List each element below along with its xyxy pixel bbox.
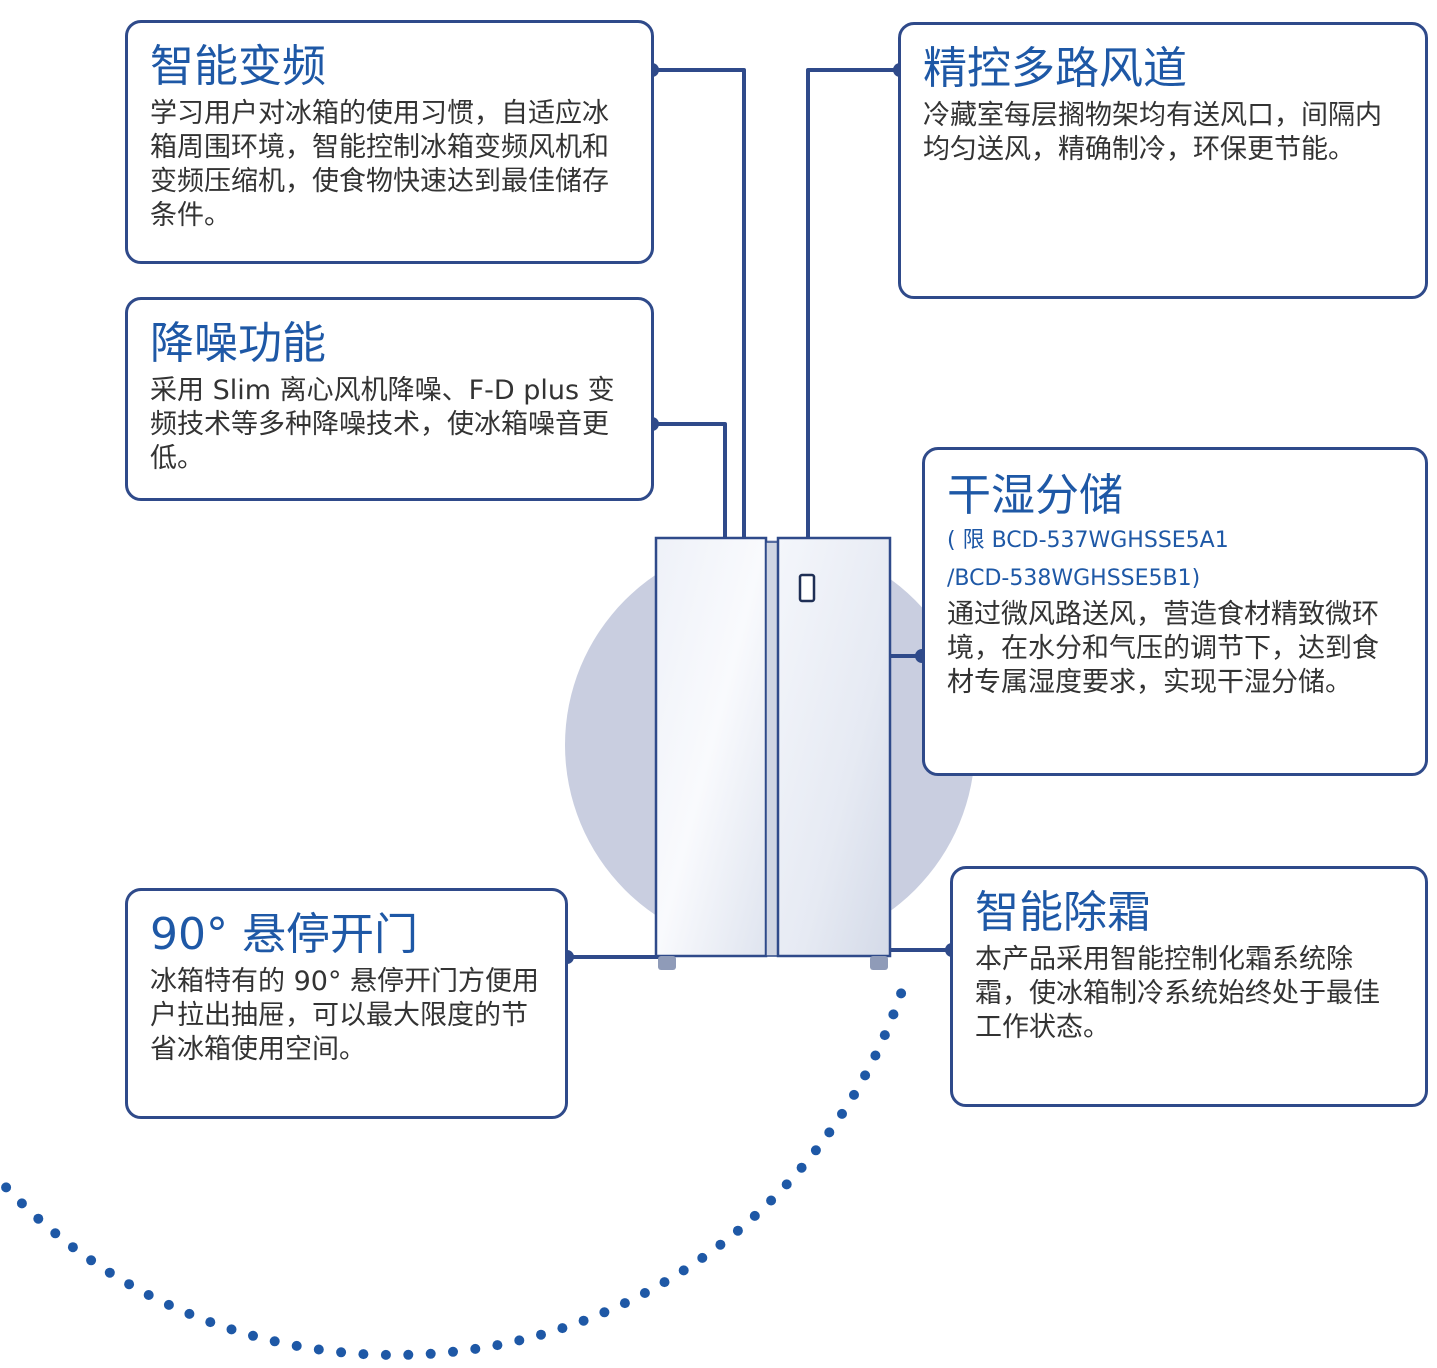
arc-dot	[448, 1346, 458, 1357]
feature-title: 90° 悬停开门	[150, 909, 418, 960]
arc-dot	[639, 1288, 650, 1298]
arc-dot	[536, 1329, 546, 1340]
feature-box-multi-air-duct: 精控多路风道 冷藏室每层搁物架均有送风口，间隔内均匀送风，精确制冷，环保更节能。	[898, 22, 1428, 299]
arc-dot	[205, 1317, 216, 1328]
feature-box-noise-reduction: 降噪功能 采用 Slim 离心风机降噪、F-D plus 变频技术等多种降噪技术…	[125, 297, 654, 501]
feature-title: 降噪功能	[150, 318, 326, 369]
arc-dot	[16, 1198, 27, 1209]
feature-box-dry-wet-storage: 干湿分储 ( 限 BCD-537WGHSSE5A1 /BCD-538WGHSSE…	[922, 447, 1428, 776]
connector-noise-reduction	[652, 422, 727, 540]
arc-dot	[849, 1089, 859, 1100]
feature-title: 干湿分储	[947, 470, 1123, 521]
fridge-foot-left	[658, 956, 676, 970]
arc-dot	[837, 1108, 847, 1119]
arc-dot	[124, 1279, 135, 1290]
arc-dot	[896, 988, 907, 999]
fridge-left-door	[654, 536, 768, 958]
arc-dot	[619, 1298, 630, 1309]
arc-dot	[358, 1349, 369, 1360]
dotted-arc	[1, 988, 907, 1360]
arc-dot	[86, 1255, 97, 1266]
fridge-right-door	[776, 536, 892, 958]
arc-dot	[67, 1242, 78, 1253]
feature-description: 冷藏室每层搁物架均有送风口，间隔内均匀送风，精确制冷，环保更节能。	[923, 100, 1382, 165]
feature-description: 冰箱特有的 90° 悬停开门方便用户拉出抽屉，可以最大限度的节省冰箱使用空间。	[150, 966, 540, 1065]
arc-dot	[810, 1145, 821, 1156]
arc-dot	[425, 1348, 436, 1359]
arc-dot	[380, 1349, 391, 1360]
model-restriction-line-1: ( 限 BCD-537WGHSSE5A1	[947, 528, 1229, 553]
arc-dot	[557, 1323, 568, 1334]
model-restriction-line-2: /BCD-538WGHSSE5B1)	[947, 566, 1201, 591]
feature-box-smart-defrost: 智能除霜 本产品采用智能控制化霜系统除霜，使冰箱制冷系统始终处于最佳工作状态。	[950, 866, 1428, 1107]
arc-dot	[749, 1210, 760, 1221]
arc-dot	[336, 1347, 347, 1358]
connector-multi-air-duct	[806, 68, 900, 540]
arc-dot	[888, 1009, 899, 1020]
feature-title: 智能除霜	[975, 887, 1151, 938]
feature-description: 本产品采用智能控制化霜系统除霜，使冰箱制冷系统始终处于最佳工作状态。	[975, 944, 1380, 1043]
arc-dot	[470, 1343, 481, 1354]
arc-dot	[269, 1336, 280, 1347]
arc-dot	[50, 1228, 61, 1239]
arc-dot	[33, 1213, 44, 1224]
arc-dot	[732, 1225, 743, 1236]
arc-dot	[1, 1182, 12, 1193]
feature-description: 采用 Slim 离心风机降噪、F-D plus 变频技术等多种降噪技术，使冰箱噪…	[150, 375, 615, 474]
feature-description: 学习用户对冰箱的使用习惯，自适应冰箱周围环境，智能控制冰箱变频风机和变频压缩机，…	[150, 98, 609, 231]
fridge-display-panel	[798, 573, 816, 603]
arc-dot	[796, 1162, 807, 1173]
feature-box-smart-inverter: 智能变频 学习用户对冰箱的使用习惯，自适应冰箱周围环境，智能控制冰箱变频风机和变…	[125, 20, 654, 264]
arc-dot	[291, 1340, 302, 1351]
arc-dot	[781, 1179, 792, 1190]
arc-dot	[678, 1265, 689, 1276]
arc-dot	[715, 1239, 726, 1250]
feature-title: 精控多路风道	[923, 43, 1187, 94]
arc-dot	[163, 1299, 174, 1310]
arc-dot	[226, 1324, 237, 1335]
feature-description: 通过微风路送风，营造食材精致微环境，在水分和气压的调节下，达到食材专属湿度要求，…	[947, 599, 1379, 698]
arc-dot	[248, 1330, 258, 1341]
arc-dot	[599, 1307, 610, 1318]
arc-dot	[697, 1252, 708, 1263]
arc-dot	[104, 1267, 115, 1278]
arc-dot	[514, 1335, 525, 1346]
arc-dot	[403, 1349, 414, 1360]
fridge-foot-right	[870, 956, 888, 970]
arc-dot	[143, 1290, 154, 1300]
arc-dot	[659, 1277, 670, 1288]
arc-dot	[879, 1030, 890, 1041]
arc-dot	[578, 1315, 589, 1326]
arc-dot	[860, 1070, 871, 1081]
arc-dot	[184, 1308, 195, 1319]
feature-box-hover-door: 90° 悬停开门 冰箱特有的 90° 悬停开门方便用户拉出抽屉，可以最大限度的节…	[125, 888, 568, 1119]
fridge-gap	[765, 541, 779, 957]
refrigerator-illustration	[654, 536, 892, 970]
arc-dot	[492, 1340, 503, 1351]
arc-dot	[870, 1050, 881, 1061]
feature-title: 智能变频	[150, 41, 326, 92]
arc-dot	[824, 1127, 835, 1138]
arc-dot	[766, 1195, 777, 1206]
arc-dot	[313, 1344, 324, 1355]
connector-smart-inverter	[652, 68, 746, 540]
